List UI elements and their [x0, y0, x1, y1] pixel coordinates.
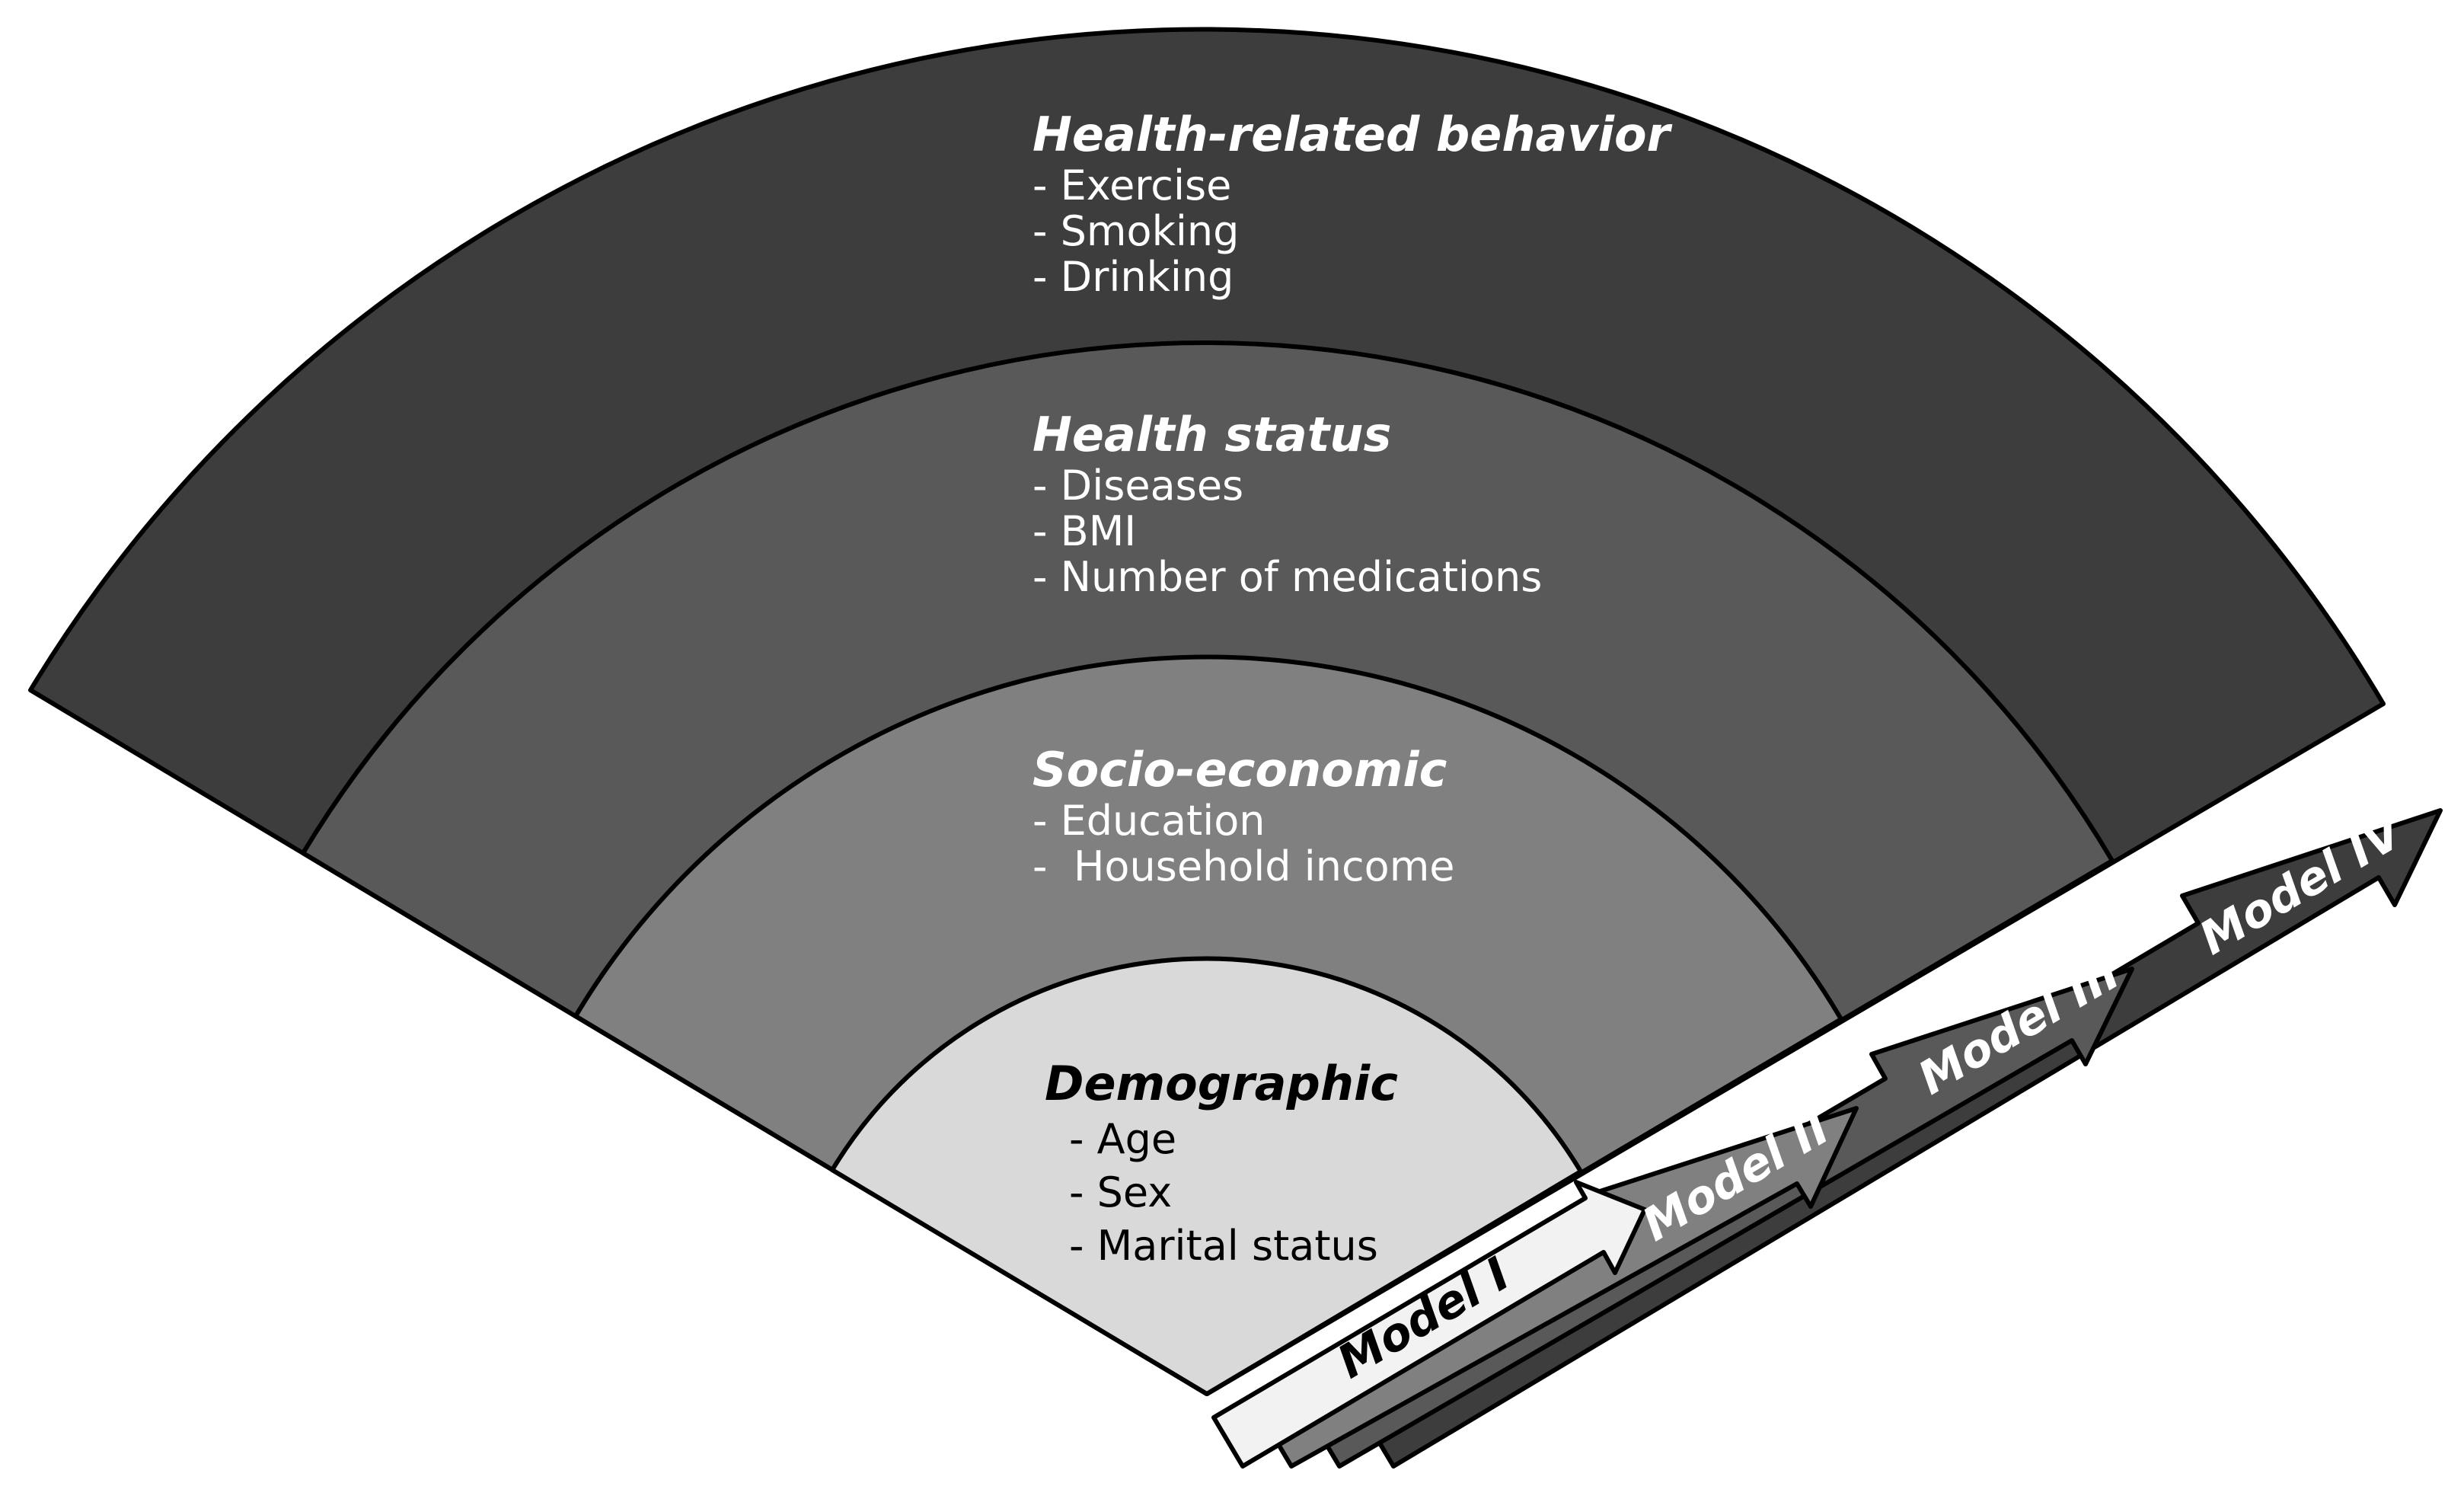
model-1-arrow	[1211, 1180, 1647, 1469]
behavior-item-smoking: - Smoking	[1033, 207, 1239, 255]
socio-economic-title: Socio-economic	[1033, 742, 1447, 797]
health-status-item-medications: - Number of medications	[1033, 553, 1542, 601]
health-status-item-bmi: - BMI	[1033, 507, 1136, 555]
demographic-core	[830, 956, 1583, 1396]
behavior-item-exercise: - Exercise	[1033, 161, 1231, 209]
behavior-item-drinking: - Drinking	[1033, 253, 1234, 301]
demographic-item-age: - Age	[1069, 1115, 1176, 1163]
demographic-item-marital: - Marital status	[1069, 1222, 1378, 1270]
demographic-title: Demographic	[1045, 1056, 1398, 1111]
socio-economic-item-education: - Education	[1033, 797, 1266, 845]
health-status-item-diseases: - Diseases	[1033, 462, 1243, 510]
socio-economic-item-income: - Household income	[1033, 842, 1455, 890]
behavior-title: Health-related behavior	[1033, 107, 1673, 162]
health-status-title: Health status	[1033, 407, 1391, 462]
demographic-item-sex: - Sex	[1069, 1168, 1172, 1216]
